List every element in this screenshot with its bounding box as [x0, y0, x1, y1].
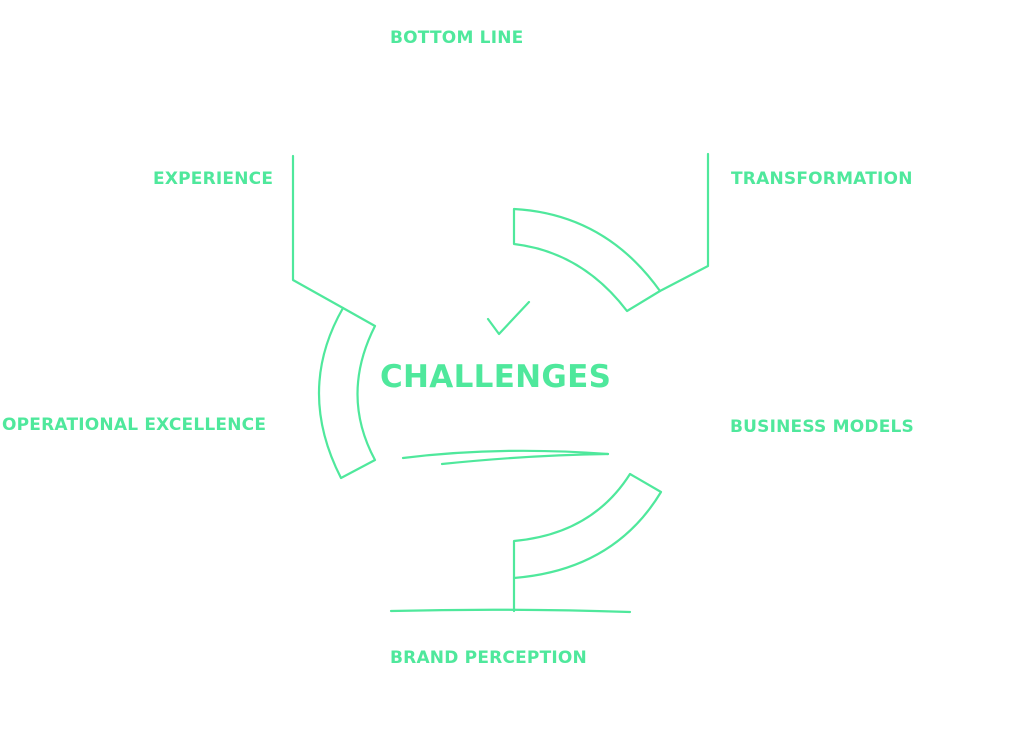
label-experience: EXPERIENCE	[153, 169, 274, 189]
checkmark-icon	[486, 300, 531, 336]
connector-transformation	[658, 152, 710, 293]
brush-stroke-tail	[440, 452, 610, 466]
arc-segment-bottom-right	[512, 472, 663, 580]
arc-segment-top-right	[512, 207, 662, 313]
baseline-brand-perception	[389, 608, 632, 614]
center-title: CHALLENGES	[380, 359, 612, 395]
label-brand-perception: BRAND PERCEPTION	[390, 648, 587, 668]
label-bottom-line: BOTTOM LINE	[390, 28, 524, 48]
label-business-models: BUSINESS MODELS	[730, 417, 914, 437]
connector-experience	[291, 154, 345, 310]
label-transformation: TRANSFORMATION	[731, 169, 913, 189]
arc-segment-left	[317, 306, 377, 480]
brush-stroke	[401, 449, 610, 460]
label-operational-excellence: OPERATIONAL EXCELLENCE	[2, 415, 267, 435]
